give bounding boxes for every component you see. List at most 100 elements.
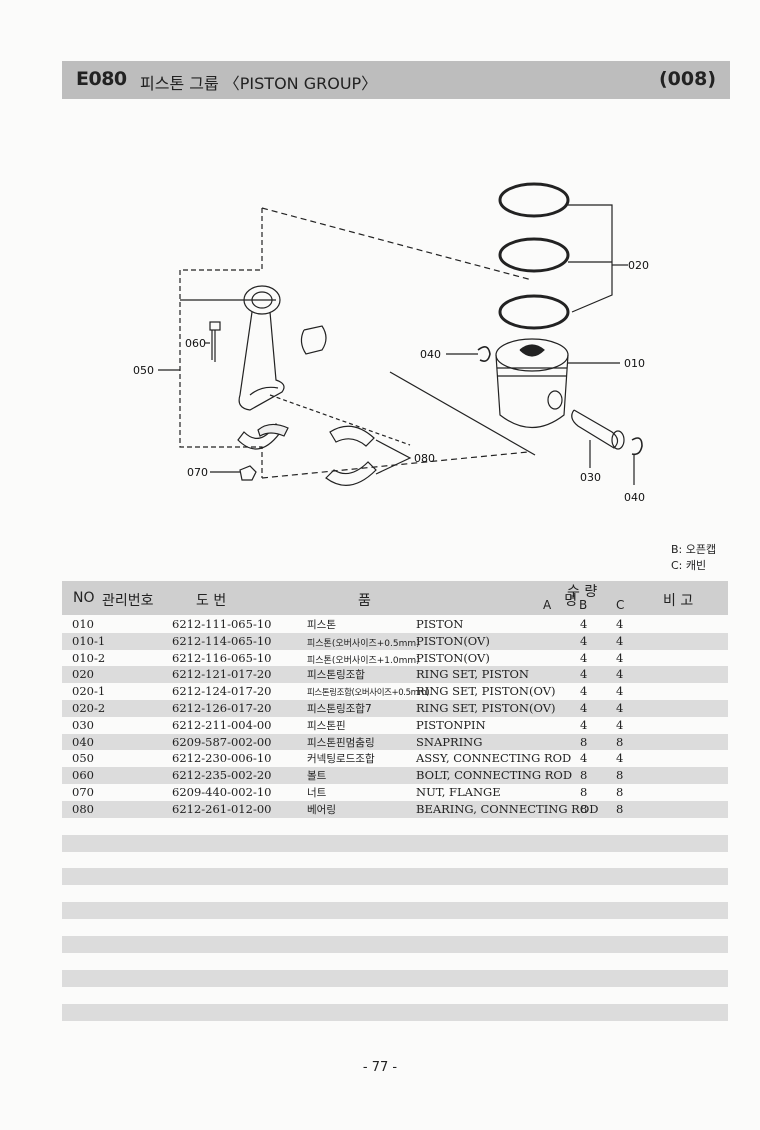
row-qty-b: 4 [580,751,588,766]
row-name-en: PISTON [416,617,464,631]
guide-line-bearing [269,394,411,446]
table-row: 080 6212-261-012-00 베어링 BEARING, CONNECT… [62,800,728,818]
group-bracket [179,208,263,478]
page-number: - 77 - [362,1060,398,1075]
piston-icon [495,338,569,428]
row-name-kr: 피스톤링조합7 [307,702,372,715]
ring-leader [568,204,613,313]
callout-040-left: 040 [420,348,441,361]
bearing-shell-a-icon [329,425,375,447]
row-name-en: BEARING, CONNECTING ROD [416,801,599,816]
row-part-number: 6212-261-012-00 [172,801,272,816]
row-no: 060 [72,768,94,783]
row-qty-c: 4 [616,617,624,631]
row-name-en: BOLT, CONNECTING ROD [416,768,573,783]
row-name-kr: 피스톤핀멈춤링 [307,736,375,749]
row-qty-b: 4 [580,633,588,648]
row-no: 080 [72,801,94,816]
empty-row-band [62,970,728,987]
row-qty-b: 4 [580,617,588,631]
callout-030: 030 [580,471,601,484]
callout-010: 010 [624,357,645,370]
row-part-number: 6212-211-004-00 [172,717,272,732]
callout-060: 060 [185,337,206,350]
col-qty: 수 량 [567,584,598,600]
table-row: 010-1 6212-114-065-10 피스톤(오버사이즈+0.5mm) P… [62,632,728,650]
piston-ring-oil-icon [498,294,570,330]
row-no: 020 [72,667,94,682]
row-no: 030 [72,717,94,732]
row-part-number: 6209-587-002-00 [172,734,272,749]
table-row: 020-2 6212-126-017-20 피스톤링조합7 RING SET, … [62,699,728,717]
col-drawing: 도 번 [196,593,227,609]
callout-050: 050 [133,364,154,377]
section-code: E080 [76,68,127,90]
guide-line-top [261,207,533,281]
row-name-kr: 베어링 [307,803,336,816]
row-part-number: 6212-116-065-10 [172,650,272,665]
row-qty-c: 8 [616,784,624,799]
row-name-kr: 피스톤 [307,619,336,631]
row-name-en: PISTON(OV) [416,650,490,665]
row-qty-c: 4 [616,751,624,766]
parts-table-body: 010 6212-111-065-10 피스톤 PISTON 4 4 010-1… [62,616,728,818]
row-part-number: 6212-230-006-10 [172,751,272,766]
table-row: 040 6209-587-002-00 피스톤핀멈춤링 SNAPRING 8 8 [62,733,728,751]
row-qty-c: 8 [616,734,624,749]
row-no: 040 [72,734,94,749]
row-part-number: 6212-235-002-20 [172,768,272,783]
bearing-leader [375,439,412,475]
row-qty-b: 4 [580,650,588,665]
row-no: 020-1 [72,684,106,699]
row-qty-b: 8 [580,784,588,799]
col-name: 품 명 [358,593,578,609]
callout-040-right: 040 [624,491,645,504]
bearing-shell-b-icon [325,461,377,486]
col-mgmt: 관리번호 [102,593,154,609]
piston-ring-top-icon [498,182,570,218]
empty-row-band [62,868,728,885]
row-name-en: RING SET, PISTON(OV) [416,684,556,699]
row-no: 010 [72,617,94,631]
row-no: 050 [72,751,94,766]
empty-row-band [62,902,728,919]
row-qty-b: 4 [580,667,588,682]
row-qty-c: 4 [616,667,624,682]
row-qty-b: 8 [580,734,588,749]
row-qty-c: 4 [616,700,624,715]
row-name-kr: 커넥팅로드조합 [307,753,375,766]
col-qty-c: C [616,598,625,612]
row-name-kr: 피스톤(오버사이즈+1.0mm) [307,655,420,666]
col-no: NO [73,590,95,606]
connecting-rod-icon [238,285,285,411]
note-open-cab: B: 오픈캡 [671,543,717,556]
row-qty-c: 4 [616,717,624,732]
row-name-kr: 피스톤링조합(오버사이즈+0.5mm) [307,688,430,699]
row-part-number: 6212-126-017-20 [172,700,272,715]
row-part-number: 6212-114-065-10 [172,633,272,648]
row-name-kr: 너트 [307,786,327,799]
row-qty-b: 8 [580,768,588,783]
row-name-en: NUT, FLANGE [416,784,501,799]
row-no: 010-2 [72,650,106,665]
row-qty-c: 8 [616,801,624,816]
section-title-bar: E080 피스톤 그룹 〈PISTON GROUP〉 (008) [62,61,730,99]
row-qty-b: 4 [580,717,588,732]
section-title: 피스톤 그룹 〈PISTON GROUP〉 [140,74,378,93]
piston-pin-icon [571,409,625,450]
row-name-en: ASSY, CONNECTING ROD [416,751,572,766]
row-name-en: PISTON(OV) [416,633,490,648]
row-name-en: RING SET, PISTON [416,667,529,682]
exploded-parts-diagram: 020 010 040 030 040 050 060 070 080 [133,182,649,504]
row-qty-b: 4 [580,700,588,715]
col-qty-a: A [543,598,552,612]
table-row: 030 6212-211-004-00 피스톤핀 PISTONPIN 4 4 [62,717,728,734]
rod-bolt-icon [209,321,221,362]
row-part-number: 6212-121-017-20 [172,667,272,682]
section-page-code: (008) [658,68,716,90]
row-part-number: 6209-440-002-10 [172,784,272,799]
row-name-kr: 피스톤핀 [307,719,346,732]
callout-080: 080 [414,452,435,465]
table-row: 020 6212-121-017-20 피스톤링조합 RING SET, PIS… [62,666,728,684]
col-qty-b: B [579,598,588,612]
